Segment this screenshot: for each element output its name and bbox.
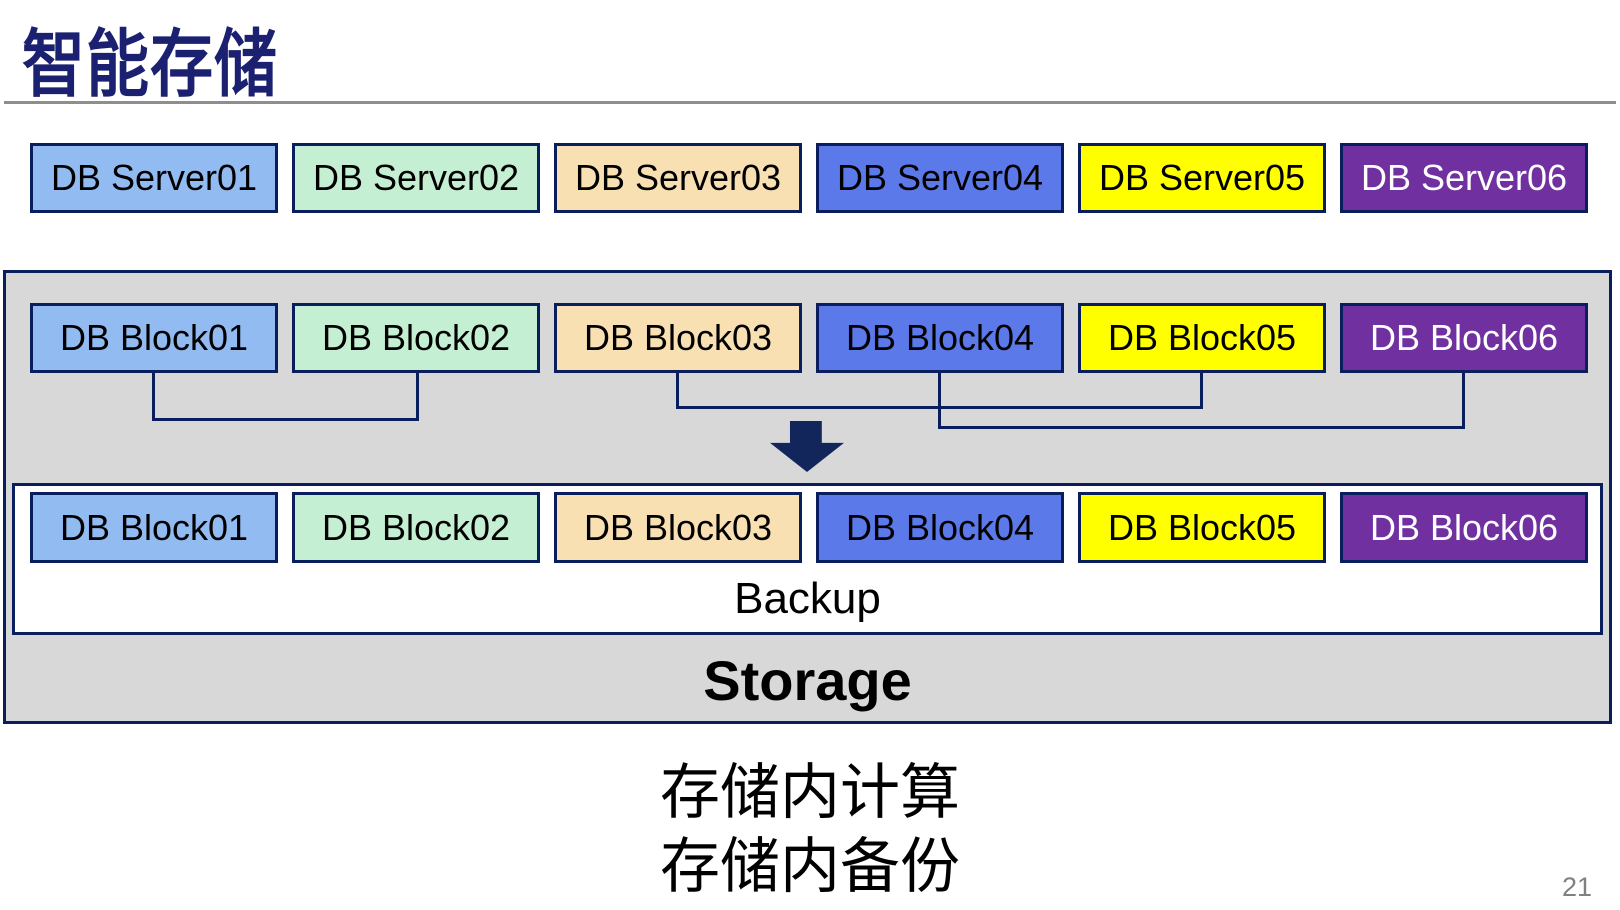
block-box-bottom-05: DB Block05 bbox=[1078, 492, 1326, 563]
storage-label: Storage bbox=[703, 648, 912, 712]
server-box-06: DB Server06 bbox=[1340, 143, 1588, 213]
block-box-top-01: DB Block01 bbox=[30, 303, 278, 373]
connector-block01-block02 bbox=[152, 373, 419, 421]
server-box-02: DB Server02 bbox=[292, 143, 540, 213]
slide-title: 智能存储 bbox=[22, 24, 278, 106]
backup-label: Backup bbox=[734, 574, 881, 623]
server-box-03: DB Server03 bbox=[554, 143, 802, 213]
connector-block04-block06 bbox=[938, 373, 1465, 429]
block-box-bottom-04: DB Block04 bbox=[816, 492, 1064, 563]
page-number: 21 bbox=[1562, 872, 1593, 902]
block-box-top-06: DB Block06 bbox=[1340, 303, 1588, 373]
server-box-05: DB Server05 bbox=[1078, 143, 1326, 213]
block-box-bottom-06: DB Block06 bbox=[1340, 492, 1588, 563]
caption: 存储内计算 存储内备份 bbox=[0, 756, 1620, 904]
block-box-top-05: DB Block05 bbox=[1078, 303, 1326, 373]
server-box-01: DB Server01 bbox=[30, 143, 278, 213]
block-box-top-02: DB Block02 bbox=[292, 303, 540, 373]
caption-line-1: 存储内计算 bbox=[660, 759, 960, 826]
server-box-04: DB Server04 bbox=[816, 143, 1064, 213]
block-box-bottom-01: DB Block01 bbox=[30, 492, 278, 563]
title-separator bbox=[4, 101, 1616, 104]
caption-line-2: 存储内备份 bbox=[660, 833, 960, 900]
block-box-top-03: DB Block03 bbox=[554, 303, 802, 373]
block-box-bottom-03: DB Block03 bbox=[554, 492, 802, 563]
block-box-top-04: DB Block04 bbox=[816, 303, 1064, 373]
block-box-bottom-02: DB Block02 bbox=[292, 492, 540, 563]
